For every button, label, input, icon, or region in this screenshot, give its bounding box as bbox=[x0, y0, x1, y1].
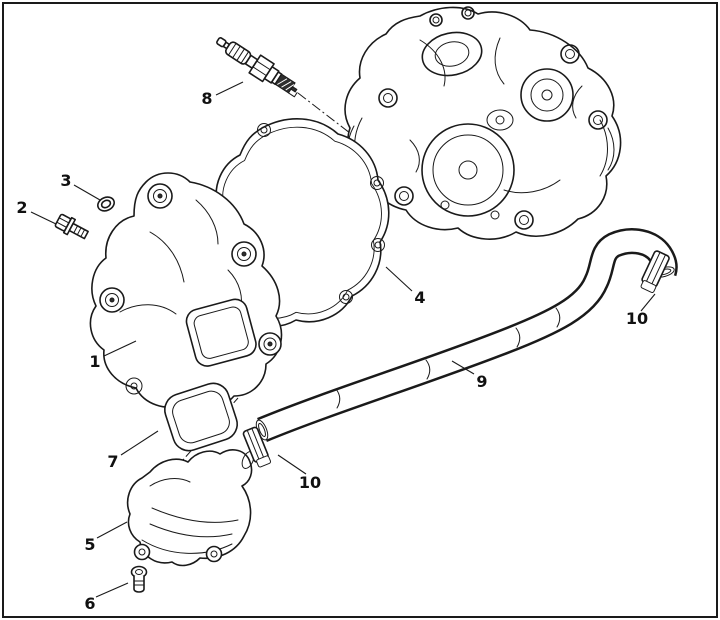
leader-line-4 bbox=[385, 266, 413, 292]
breather-gasket-illustration bbox=[164, 382, 238, 452]
leader-line-7 bbox=[120, 430, 159, 456]
small-bolt-illustration bbox=[130, 565, 148, 593]
part-label-7: 7 bbox=[107, 452, 118, 471]
leader-line-8 bbox=[215, 81, 244, 96]
leader-line-2 bbox=[30, 211, 57, 225]
cylinder-head-illustration bbox=[344, 6, 622, 240]
head-casting-lines bbox=[409, 37, 583, 194]
leader-line-3 bbox=[73, 184, 101, 201]
callout-labels: 8 3 2 1 4 7 9 10 10 5 6 bbox=[16, 89, 648, 613]
hose-clamp-lower-illustration bbox=[242, 426, 272, 468]
leader-line-9 bbox=[451, 360, 475, 375]
part-label-6: 6 bbox=[84, 594, 95, 613]
part-label-2: 2 bbox=[16, 198, 27, 217]
washer-illustration bbox=[97, 196, 115, 212]
hose-surface-ticks bbox=[335, 307, 561, 409]
leader-line-6 bbox=[95, 582, 129, 598]
spark-plug-illustration bbox=[216, 37, 298, 98]
leader-line-1 bbox=[103, 340, 137, 357]
head-bolt-holes bbox=[378, 6, 608, 230]
part-label-10b: 10 bbox=[299, 473, 321, 492]
part-label-4: 4 bbox=[414, 288, 425, 307]
leader-line-5 bbox=[96, 521, 128, 539]
hose-clamp-upper-illustration bbox=[640, 250, 670, 293]
leader-lines bbox=[30, 81, 656, 598]
cover-opening bbox=[185, 298, 257, 367]
part-label-3: 3 bbox=[60, 171, 71, 190]
part-label-5: 5 bbox=[84, 535, 95, 554]
part-label-8: 8 bbox=[201, 89, 212, 108]
part-label-1: 1 bbox=[89, 352, 100, 371]
leader-line-10b bbox=[277, 454, 307, 475]
cover-bolt-bosses bbox=[99, 183, 282, 395]
part-label-10a: 10 bbox=[626, 309, 648, 328]
air-valve-cover-illustration bbox=[126, 449, 255, 567]
air-valve-cover-ears bbox=[133, 543, 223, 563]
part-label-9: 9 bbox=[476, 372, 487, 391]
valve-cover-illustration bbox=[89, 172, 283, 411]
cover-bolt-illustration bbox=[54, 213, 89, 240]
leader-line-10a bbox=[640, 293, 656, 312]
